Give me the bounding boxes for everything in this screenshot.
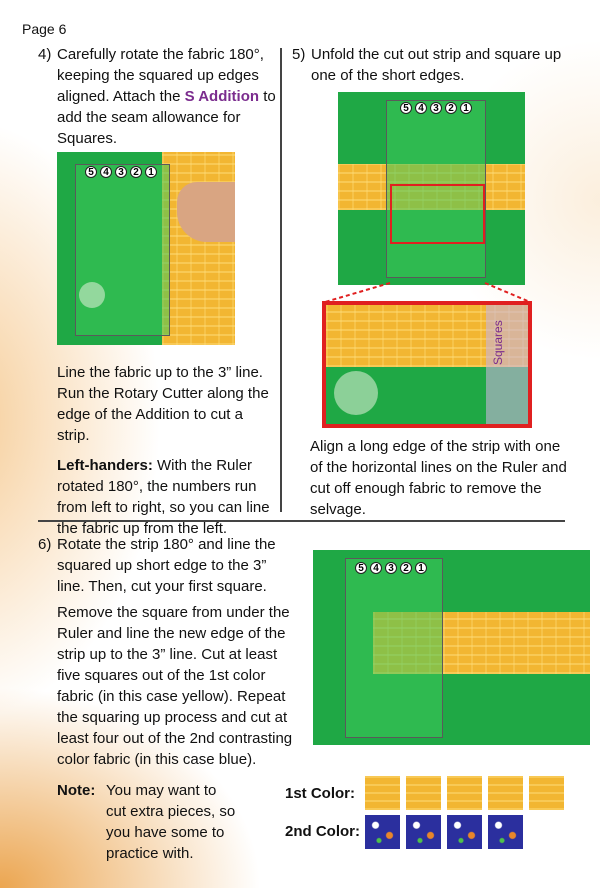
ruler-number: 4 [100,166,112,178]
ruler [386,100,486,278]
note-text: With the Ruler rotated 180°, the numbers… [57,457,270,537]
step-number: 6) [38,536,52,553]
ruler-number: 1 [460,102,472,114]
yellow-square [406,776,441,810]
step-number: 4) [38,46,52,63]
ruler-number: 1 [415,562,427,574]
step-text: Rotate the strip 180° and line the squar… [57,536,276,595]
step-4: 4) Carefully rotate the fabric 180°, kee… [38,44,278,149]
note: Note: You may want to cut extra pieces, … [57,780,287,864]
squares-label: Squares [491,320,505,365]
left-handers-note: Left-handers: With the Ruler rotated 180… [57,455,277,539]
step-text: to add the seam allowance for Squares. [57,88,276,147]
zoom-connector-lines [324,282,531,303]
ruler-circle [79,282,105,308]
blue-square [488,815,523,849]
blue-square [365,815,400,849]
ruler-number: 3 [385,562,397,574]
s-addition-highlight: S Addition [184,88,260,105]
yellow-square [447,776,482,810]
note-label: Left-handers: [57,457,153,474]
ruler-number: 5 [400,102,412,114]
blue-square [406,815,441,849]
highlight-box [390,184,485,244]
ruler-number: 2 [400,562,412,574]
column-divider [280,48,282,512]
section-divider [38,520,565,522]
yellow-square [529,776,564,810]
step5-paragraph: Align a long edge of the strip with one … [310,438,567,518]
step-text: Unfold the cut out strip and square up o… [311,46,562,84]
step-number: 5) [292,46,306,63]
step4-paragraph: Line the fabric up to the 3” line. Run t… [57,364,269,444]
step6-paragraph: Remove the square from under the Ruler a… [57,604,293,768]
note-text: You may want to cut extra pieces, so you… [106,782,236,862]
second-color-label: 2nd Color: [285,823,360,840]
yellow-square [488,776,523,810]
page-number: Page 6 [22,21,67,37]
hand-with-cutter [177,182,235,242]
ruler-number: 5 [85,166,97,178]
ruler [75,164,170,336]
ruler-number: 2 [445,102,457,114]
yellow-square [365,776,400,810]
ruler [345,558,443,738]
ruler-number: 4 [415,102,427,114]
ruler-number: 3 [430,102,442,114]
fabric [162,152,235,345]
first-color-label: 1st Color: [285,785,356,802]
ruler-number: 4 [370,562,382,574]
ruler-number: 3 [115,166,127,178]
step-5: 5) Unfold the cut out strip and square u… [292,44,582,86]
blue-square [447,815,482,849]
note-label: Note: [57,782,96,799]
step-6: 6) Rotate the strip 180° and line the sq… [38,534,293,597]
step-text: Carefully rotate the fabric 180°, keepin… [57,46,264,105]
ruler-number: 1 [145,166,157,178]
ruler-number: 5 [355,562,367,574]
ruler-circle [334,371,378,415]
ruler-number: 2 [130,166,142,178]
zoomed-detail: Squares [322,301,532,428]
